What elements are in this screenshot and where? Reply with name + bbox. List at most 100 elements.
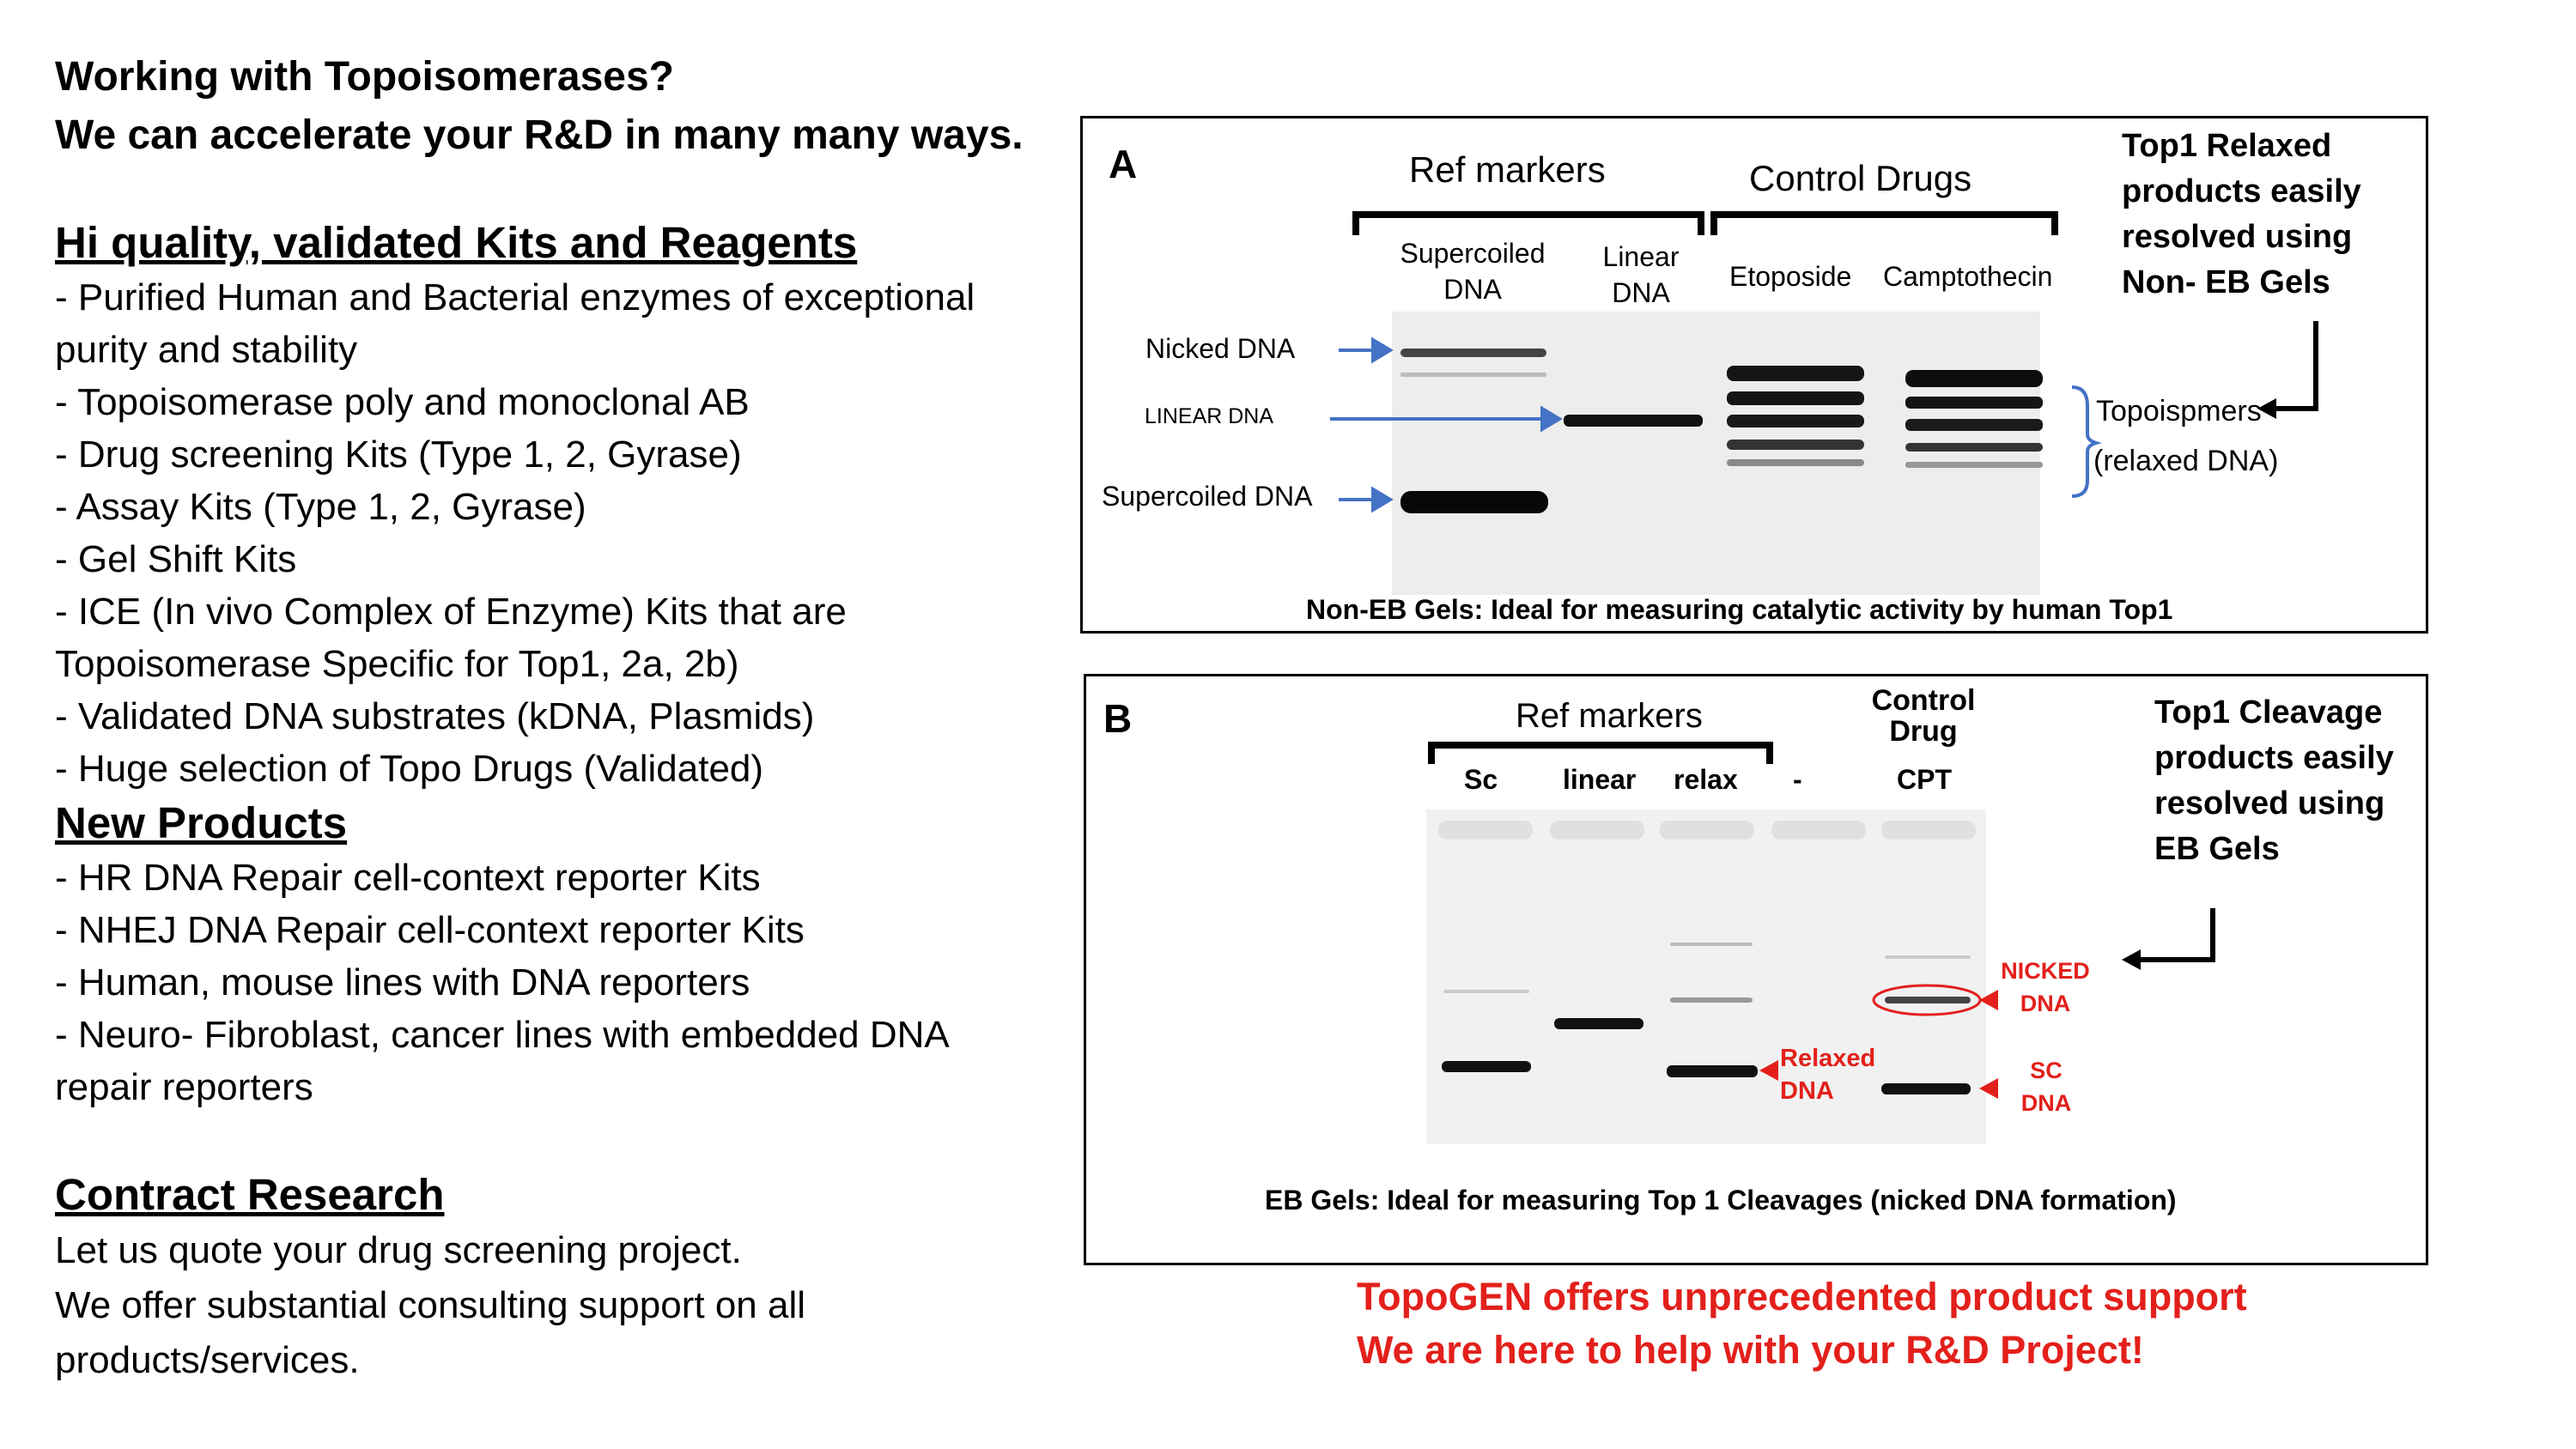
list-item: - Topoisomerase poly and monoclonal AB [55, 381, 750, 423]
panel-a-gel-graphic [1330, 211, 2318, 595]
list-item: - Huge selection of Topo Drugs (Validate… [55, 748, 764, 790]
kits-section-title: Hi quality, validated Kits and Reagents [55, 218, 858, 267]
panel-b-letter: B [1103, 696, 1133, 741]
ref-markers-bracket [1352, 211, 1704, 235]
list-item: - Validated DNA substrates (kDNA, Plasmi… [55, 695, 815, 737]
panel-a-letter: A [1109, 142, 1138, 186]
band [1667, 1065, 1758, 1077]
arrow-head [1540, 405, 1563, 433]
band [1443, 990, 1529, 993]
supercoiled-dna-label: Supercoiled DNA [1102, 481, 1313, 512]
list-item: - Assay Kits (Type 1, 2, Gyrase) [55, 486, 586, 528]
band [1905, 397, 2043, 409]
well [1438, 821, 1533, 840]
list-item: - Human, mouse lines with DNA reporters [55, 961, 750, 1003]
band [1400, 491, 1548, 513]
ref-markers-label: Ref markers [1516, 697, 1703, 735]
band [1727, 440, 1864, 450]
lane-label: relax [1674, 764, 1738, 795]
ref-markers-bracket [1428, 742, 1773, 764]
footer-support-text: TopoGEN offers unprecedented product sup… [1357, 1270, 2247, 1377]
topoisomers-label: Topoispmers [2096, 395, 2262, 427]
list-item: purity and stability [55, 329, 358, 371]
control-drugs-label: Control Drugs [1749, 158, 1972, 198]
list-item: Topoisomerase Specific for Top1, 2a, 2b) [55, 643, 739, 685]
panel-a: A Ref markers Control Drugs [1080, 116, 2428, 634]
band [1905, 370, 2043, 387]
list-item: - ICE (In vivo Complex of Enzyme) Kits t… [55, 591, 847, 633]
list-item: repair reporters [55, 1066, 313, 1108]
note-arrow [2272, 321, 2318, 411]
arrow-head [2122, 949, 2141, 970]
lane-label: Camptothecin [1883, 261, 2053, 292]
new-products-title: New Products [55, 798, 348, 847]
control-drugs-bracket [1710, 211, 2058, 235]
lane-label: Etoposide [1729, 261, 1852, 292]
band [1727, 459, 1864, 466]
gel-background [1392, 312, 2040, 595]
arrow-head [1371, 486, 1394, 513]
left-column: Working with Topoisomerases? We can acce… [55, 48, 1077, 1388]
headline-line-1: Working with Topoisomerases? [55, 54, 674, 100]
band [1727, 366, 1864, 381]
topoisomers-bracket [2071, 385, 2102, 498]
contract-research-title: Contract Research [55, 1170, 445, 1219]
well [1771, 821, 1866, 840]
band [1727, 391, 1864, 405]
band [1905, 419, 2043, 431]
band [1400, 349, 1546, 357]
headline-line-2: We can accelerate your R&D in many many … [55, 112, 1024, 158]
well [1881, 821, 1976, 840]
band [1727, 415, 1864, 427]
panel-b-caption: EB Gels: Ideal for measuring Top 1 Cleav… [1265, 1185, 2177, 1216]
band [1670, 997, 1753, 1003]
sc-triangle [1979, 1078, 1998, 1099]
contract-line: Let us quote your drug screening project… [55, 1229, 742, 1271]
band [1442, 1061, 1531, 1072]
lane-label: linear [1563, 764, 1637, 795]
list-item: - Neuro- Fibroblast, cancer lines with e… [55, 1014, 950, 1056]
nicked-triangle [1979, 990, 1998, 1010]
band [1554, 1018, 1643, 1029]
list-item: - Purified Human and Bacterial enzymes o… [55, 276, 975, 318]
contract-line: products/services. [55, 1339, 360, 1381]
ref-markers-label: Ref markers [1409, 149, 1606, 190]
band [1564, 415, 1703, 427]
panel-b-note: Top1 Cleavage products easily resolved u… [2154, 694, 2394, 867]
panel-a-note: Top1 Relaxed products easily resolved us… [2122, 128, 2361, 300]
list-item: - HR DNA Repair cell-context reporter Ki… [55, 857, 761, 899]
arrow-head [2257, 398, 2276, 419]
panel-b-gel-graphic [1426, 742, 2215, 1144]
list-item: - NHEJ DNA Repair cell-context reporter … [55, 909, 805, 951]
well [1660, 821, 1754, 840]
well [1550, 821, 1644, 840]
band [1885, 955, 1971, 959]
arrow-head [1371, 336, 1394, 364]
nicked-dna-label: Nicked DNA [1145, 333, 1296, 364]
footer-line-2: We are here to help with your R&D Projec… [1357, 1328, 2144, 1372]
band [1885, 997, 1971, 1003]
band [1881, 1083, 1971, 1094]
lane-label: - [1793, 764, 1802, 795]
linear-dna-label: LINEAR DNA [1145, 404, 1274, 428]
panel-a-caption: Non-EB Gels: Ideal for measuring catalyt… [1306, 594, 2173, 625]
relaxed-dna-label: (relaxed DNA) [2093, 445, 2279, 477]
lane-label: CPT [1897, 764, 1952, 795]
band [1905, 462, 2043, 468]
band [1905, 443, 2043, 452]
footer-line-1: TopoGEN offers unprecedented product sup… [1357, 1275, 2247, 1319]
list-item: - Drug screening Kits (Type 1, 2, Gyrase… [55, 433, 742, 476]
band [1400, 373, 1546, 377]
band [1670, 943, 1753, 946]
lane-label: Sc [1464, 764, 1498, 795]
relaxed-triangle [1759, 1060, 1778, 1081]
list-item: - Gel Shift Kits [55, 538, 297, 580]
note-arrow [2139, 908, 2215, 962]
